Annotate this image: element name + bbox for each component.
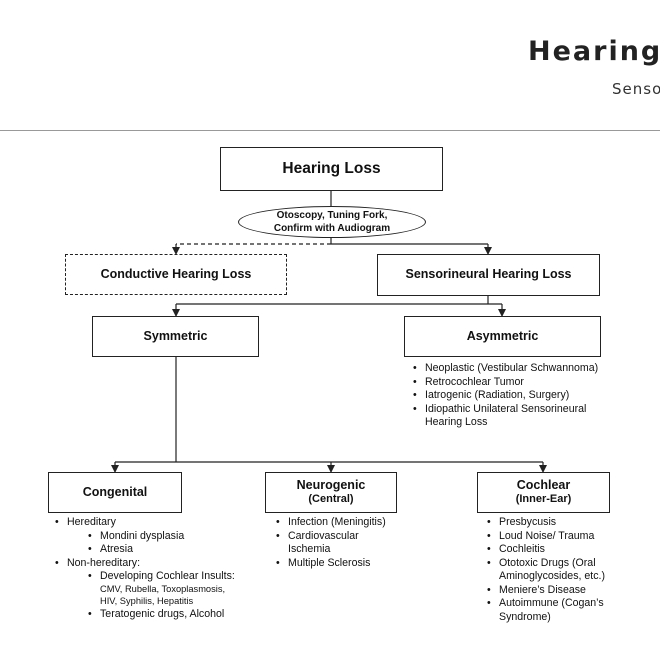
list-item: Mondini dysplasia <box>52 530 267 544</box>
list-item-insults-line: CMV, Rubella, Toxoplasmosis, <box>100 583 226 594</box>
list-item: Teratogenic drugs, Alcohol <box>52 608 267 622</box>
list-item-non-hereditary: Non-hereditary: <box>52 557 267 571</box>
node-symmetric-label: Symmetric <box>143 328 208 343</box>
list-item: Cochleitis <box>484 543 644 557</box>
node-neurogenic-label: Neurogenic <box>296 477 366 492</box>
node-asymmetric-label: Asymmetric <box>466 328 539 343</box>
node-cochlear: Cochlear (Inner-Ear) <box>477 472 610 513</box>
node-cochlear-sublabel: (Inner-Ear) <box>515 493 572 506</box>
node-congenital: Congenital <box>48 472 182 513</box>
list-item: Idiopathic Unilateral Sensorineural Hear… <box>410 403 610 430</box>
node-conductive-label: Conductive Hearing Loss <box>100 266 252 281</box>
node-hearing-loss-label: Hearing Loss <box>282 160 381 178</box>
node-cochlear-label: Cochlear <box>516 477 571 492</box>
neurogenic-causes-list: Infection (Meningitis) Cardiovascular Is… <box>273 516 388 570</box>
node-neurogenic: Neurogenic (Central) <box>265 472 397 513</box>
header-title: Hearing <box>528 36 660 67</box>
list-item: Loud Noise/ Trauma <box>484 530 644 544</box>
list-item: Autoimmune (Cogan’s Syndrome) <box>484 597 644 624</box>
node-symmetric: Symmetric <box>92 316 259 357</box>
node-conductive-hearing-loss: Conductive Hearing Loss <box>65 254 287 295</box>
evaluation-line-1: Otoscopy, Tuning Fork, <box>276 210 388 221</box>
list-item-insults-line: HIV, Syphilis, Hepatitis <box>100 595 194 606</box>
list-item: Infection (Meningitis) <box>273 516 388 530</box>
list-item-cochlear-insults: Developing Cochlear Insults: <box>52 570 267 584</box>
list-item: Ototoxic Drugs (Oral Aminoglycosides, et… <box>484 557 644 584</box>
node-sensorineural-label: Sensorineural Hearing Loss <box>405 267 572 282</box>
node-hearing-loss: Hearing Loss <box>220 147 443 191</box>
node-congenital-label: Congenital <box>82 484 148 499</box>
list-item: Atresia <box>52 543 267 557</box>
header-divider <box>0 130 660 131</box>
node-sensorineural-hearing-loss: Sensorineural Hearing Loss <box>377 254 600 296</box>
list-item: Iatrogenic (Radiation, Surgery) <box>410 389 610 403</box>
congenital-causes-list: Hereditary Mondini dysplasia Atresia Non… <box>52 516 267 621</box>
list-item: Meniere’s Disease <box>484 584 644 598</box>
list-item: Cardiovascular Ischemia <box>273 530 388 557</box>
evaluation-line-2: Confirm with Audiogram <box>273 223 391 234</box>
list-item-hereditary: Hereditary <box>52 516 267 530</box>
node-neurogenic-sublabel: (Central) <box>308 493 354 506</box>
list-item: Multiple Sclerosis <box>273 557 388 571</box>
cochlear-causes-list: Presbycusis Loud Noise/ Trauma Cochleiti… <box>484 516 644 624</box>
node-evaluation: Otoscopy, Tuning Fork, Confirm with Audi… <box>238 206 426 238</box>
node-asymmetric: Asymmetric <box>404 316 601 357</box>
list-item: Neoplastic (Vestibular Schwannoma) <box>410 362 610 376</box>
header-subtitle: Senso <box>612 80 660 98</box>
asymmetric-causes-list: Neoplastic (Vestibular Schwannoma) Retro… <box>410 362 610 430</box>
list-item: Presbycusis <box>484 516 644 530</box>
list-item: Retrocochlear Tumor <box>410 376 610 390</box>
